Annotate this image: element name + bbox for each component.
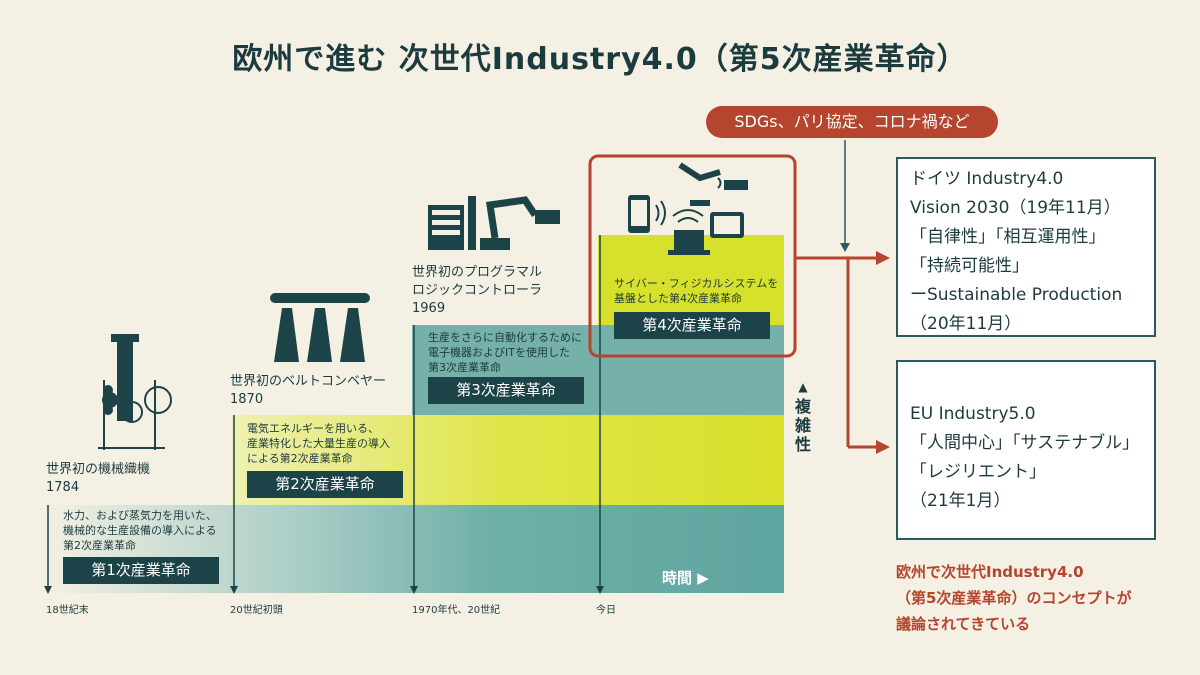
era-1-desc-line: 水力、および蒸気力を用いた、	[63, 509, 217, 522]
era-3-description: 生産をさらに自動化するために 電子機器およびITを使用した 第3次産業革命	[428, 330, 582, 375]
era-2-title: 世界初のベルトコンベヤー	[230, 374, 387, 389]
timeline-arrow-1	[44, 586, 52, 594]
complexity-char: 性	[794, 435, 811, 454]
germany-industry40-box: ドイツ Industry4.0 Vision 2030（19年11月） 「自律性…	[896, 157, 1156, 337]
germany-line: 「持続可能性」	[910, 256, 1029, 276]
revolution-4-badge: 第4次産業革命	[614, 312, 770, 339]
eu-line: 「人間中心」「サステナブル」	[910, 433, 1140, 453]
era-2-description: 電気エネルギーを用いる、 産業特化した大量生産の導入 による第2次産業革命	[247, 421, 390, 466]
era-4-desc-line: サイバー・フィジカルシステムを	[614, 277, 779, 290]
era-4-description: サイバー・フィジカルシステムを 基盤とした第4次産業革命	[614, 276, 778, 306]
era-2-label: 世界初のベルトコンベヤー 1870	[230, 373, 386, 409]
axis-label-1: 18世紀末	[46, 605, 89, 616]
axis-label-2: 20世紀初頭	[230, 605, 283, 616]
eu-line: EU Industry5.0	[910, 404, 1036, 424]
era-1-description: 水力、および蒸気力を用いた、 機械的な生産設備の導入による 第2次産業革命	[63, 508, 217, 553]
complexity-axis: ▲ 複 雑 性	[793, 378, 813, 454]
sdgs-badge: SDGs、パリ協定、コロナ禍など	[706, 106, 998, 138]
era-3-desc-line: 第3次産業革命	[428, 361, 501, 374]
era-3-desc-line: 電子機器およびITを使用した	[428, 346, 570, 359]
era-3-label: 世界初のプログラマル ロジックコントローラ 1969	[412, 264, 542, 318]
timeline-arrow-3	[410, 586, 418, 594]
timeline-arrow-4	[596, 586, 604, 594]
era-3-title: 世界初のプログラマル	[412, 265, 543, 280]
germany-line: ドイツ Industry4.0	[910, 169, 1064, 189]
era-1-desc-line: 第2次産業革命	[63, 539, 136, 552]
era-3-desc-line: 生産をさらに自動化するために	[428, 331, 582, 344]
note-line: （第5次産業革命）のコンセプトが	[896, 589, 1132, 607]
era-3-year: 1969	[412, 301, 446, 316]
era-2-desc-line: 産業特化した大量生産の導入	[247, 437, 390, 450]
connector-arrow-eu	[876, 440, 890, 454]
era-2-desc-line: 電気エネルギーを用いる、	[247, 422, 379, 435]
connector-arrow-germany	[876, 251, 890, 265]
loom-icon	[98, 334, 172, 450]
revolution-2-badge: 第2次産業革命	[247, 471, 403, 498]
eu-industry50-box: EU Industry5.0 「人間中心」「サステナブル」 「レジリエント」 （…	[896, 360, 1156, 540]
cyber-physical-icon	[628, 162, 748, 255]
conclusion-note: 欧州で次世代Industry4.0 （第5次産業革命）のコンセプトが 議論されて…	[896, 559, 1131, 637]
conveyor-icon	[270, 293, 370, 362]
time-axis-label: 時間 ▶	[662, 569, 709, 587]
note-line: 欧州で次世代Industry4.0	[896, 563, 1084, 581]
era-1-year: 1784	[46, 480, 80, 495]
complexity-arrow-icon: ▲	[798, 380, 808, 394]
complexity-char: 雑	[794, 416, 811, 435]
eu-line: （21年1月）	[910, 491, 1011, 511]
eu-line: 「レジリエント」	[910, 462, 1046, 482]
era-3-title-2: ロジックコントローラ	[412, 283, 543, 298]
timeline-arrow-2	[230, 586, 238, 594]
highlight-frame	[588, 154, 797, 358]
axis-label-4: 今日	[596, 605, 616, 616]
germany-line: （20年11月）	[910, 314, 1022, 334]
era-2-desc-line: による第2次産業革命	[247, 452, 353, 465]
germany-line: Vision 2030（19年11月）	[910, 198, 1121, 218]
germany-line: ーSustainable Production	[910, 285, 1123, 305]
complexity-char: 複	[794, 397, 811, 416]
revolution-1-badge: 第1次産業革命	[63, 557, 219, 584]
note-line: 議論されてきている	[896, 615, 1031, 633]
revolution-3-badge: 第3次産業革命	[428, 377, 584, 404]
era-1-label: 世界初の機械織機 1784	[46, 461, 150, 497]
era-4-desc-line: 基盤とした第4次産業革命	[614, 292, 742, 305]
sdgs-down-arrow	[840, 243, 850, 252]
germany-line: 「自律性」「相互運用性」	[910, 227, 1106, 247]
page-title: 欧州で進む 次世代Industry4.0（第5次産業革命）	[232, 42, 968, 77]
era-1-desc-line: 機械的な生産設備の導入による	[63, 524, 217, 537]
axis-label-3: 1970年代、20世紀	[412, 605, 501, 616]
era-2-year: 1870	[230, 392, 264, 407]
era-1-title: 世界初の機械織機	[46, 462, 151, 477]
plc-robot-icon	[428, 196, 560, 250]
